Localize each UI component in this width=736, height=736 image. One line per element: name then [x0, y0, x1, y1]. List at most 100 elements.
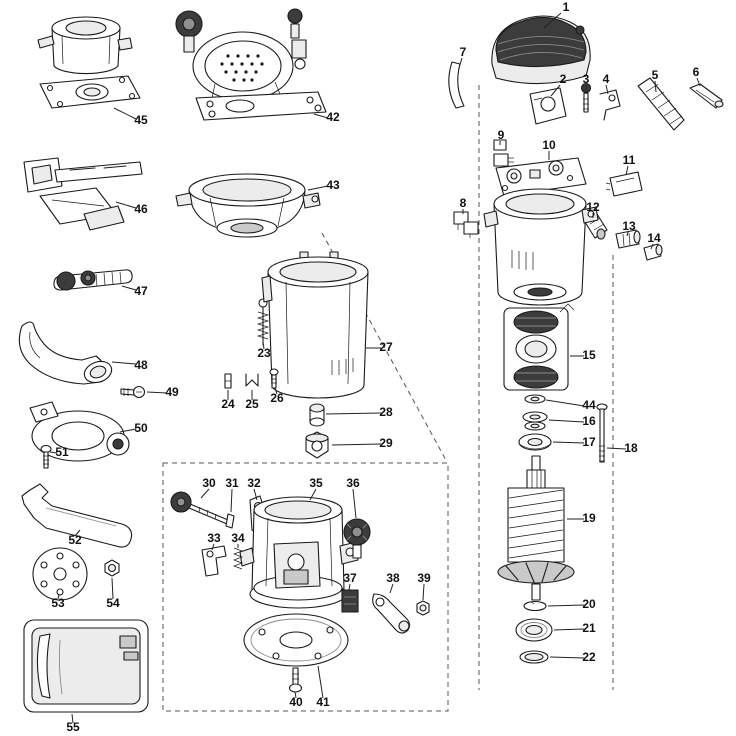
part-leader-22: [549, 656, 585, 659]
part-36-lock-knob: [343, 518, 371, 559]
part-45-trim-base: [37, 16, 141, 109]
part-label-6: 6: [693, 65, 700, 79]
part-34-spring: [233, 547, 243, 570]
part-leader-18: [606, 447, 627, 450]
part-leader-31: [230, 488, 233, 513]
part-label-9: 9: [498, 128, 505, 142]
part-label-30: 30: [202, 476, 216, 490]
part-label-48: 48: [134, 358, 148, 372]
part-46-edge-guide: [23, 157, 143, 231]
part-leader-44: [545, 399, 585, 407]
part-leader-47: [121, 285, 137, 291]
part-16-washers: [522, 411, 548, 431]
part-label-18: 18: [624, 441, 638, 455]
part-label-31: 31: [225, 476, 239, 490]
part-leader-43: [307, 185, 329, 191]
part-label-14: 14: [647, 231, 661, 245]
part-leader-38: [389, 583, 394, 594]
part-leader-17: [552, 441, 585, 444]
part-leader-26: [274, 387, 278, 395]
part-29-collet-nut: [305, 431, 329, 459]
part-label-52: 52: [68, 533, 82, 547]
part-27-motor-housing: [261, 251, 369, 399]
part-35-fixed-base: [239, 496, 359, 609]
part-leader-32: [253, 488, 258, 501]
part-23-spring-screw: [256, 298, 270, 346]
part-label-16: 16: [582, 414, 596, 428]
part-leader-40: [294, 691, 297, 699]
part-leader-30: [200, 488, 210, 499]
part-49-screw: [120, 385, 146, 399]
part-label-50: 50: [134, 421, 148, 435]
part-leader-41: [317, 665, 324, 699]
part-label-25: 25: [245, 397, 259, 411]
part-leader-42: [313, 113, 329, 119]
part-10-motor-unit: [483, 157, 599, 306]
part-label-24: 24: [221, 397, 235, 411]
part-leader-54: [111, 577, 114, 600]
part-50-guide-base: [29, 401, 130, 462]
part-leader-49: [146, 391, 168, 394]
part-label-45: 45: [134, 113, 148, 127]
part-label-47: 47: [134, 284, 148, 298]
part-47-handle: [53, 269, 133, 291]
part-label-46: 46: [134, 202, 148, 216]
part-53-template-guide: [32, 547, 88, 601]
part-19-armature: [497, 455, 575, 601]
part-label-37: 37: [343, 571, 357, 585]
part-label-55: 55: [66, 720, 80, 734]
part-48-dust-adapter: [18, 321, 113, 385]
part-label-35: 35: [309, 476, 323, 490]
part-label-44: 44: [582, 398, 596, 412]
part-label-22: 22: [582, 650, 596, 664]
part-label-10: 10: [542, 138, 556, 152]
part-label-17: 17: [582, 435, 596, 449]
part-9-terminal-blocks: [493, 139, 514, 167]
part-label-21: 21: [582, 621, 596, 635]
part-30-depth-rod: [170, 491, 229, 525]
part-33-clamp-bracket: [201, 545, 227, 577]
part-label-15: 15: [582, 348, 596, 362]
part-40-screw: [288, 667, 303, 693]
part-leader-23: [262, 341, 265, 350]
part-label-54: 54: [106, 596, 120, 610]
part-20-retaining-ring: [523, 600, 547, 612]
part-18-through-bolt: [596, 403, 608, 463]
part-14-cap: [643, 243, 663, 261]
part-7-spring-plate: [448, 61, 465, 109]
part-label-20: 20: [582, 597, 596, 611]
part-label-7: 7: [460, 45, 467, 59]
part-8-connector: [453, 211, 479, 238]
part-leader-51: [49, 451, 58, 454]
part-38-cam-lever: [372, 593, 411, 634]
part-leader-2: [550, 84, 561, 97]
part-39-nut: [416, 600, 430, 616]
part-label-4: 4: [603, 72, 610, 86]
part-21-bearing: [515, 618, 553, 642]
part-label-27: 27: [379, 340, 393, 354]
part-leader-1: [543, 12, 562, 29]
part-leader-14: [650, 243, 654, 250]
part-leader-48: [111, 361, 137, 365]
part-leader-4: [605, 84, 609, 95]
part-31-pin: [225, 513, 235, 529]
part-label-51: 51: [55, 445, 69, 459]
part-label-1: 1: [563, 0, 570, 14]
part-44-washer: [524, 394, 546, 404]
part-leader-20: [547, 604, 585, 607]
part-43-housing-ring: [175, 173, 321, 238]
part-label-2: 2: [560, 72, 567, 86]
part-label-23: 23: [257, 346, 271, 360]
part-leader-35: [309, 488, 317, 501]
part-label-40: 40: [289, 695, 303, 709]
part-leader-33: [211, 543, 215, 551]
part-label-29: 29: [379, 436, 393, 450]
part-leader-13: [626, 231, 629, 237]
part-leader-52: [74, 529, 81, 537]
part-5-cord-guard: [637, 77, 685, 131]
part-label-3: 3: [583, 72, 590, 86]
part-label-13: 13: [622, 219, 636, 233]
part-1-motor-cap: [491, 15, 591, 85]
